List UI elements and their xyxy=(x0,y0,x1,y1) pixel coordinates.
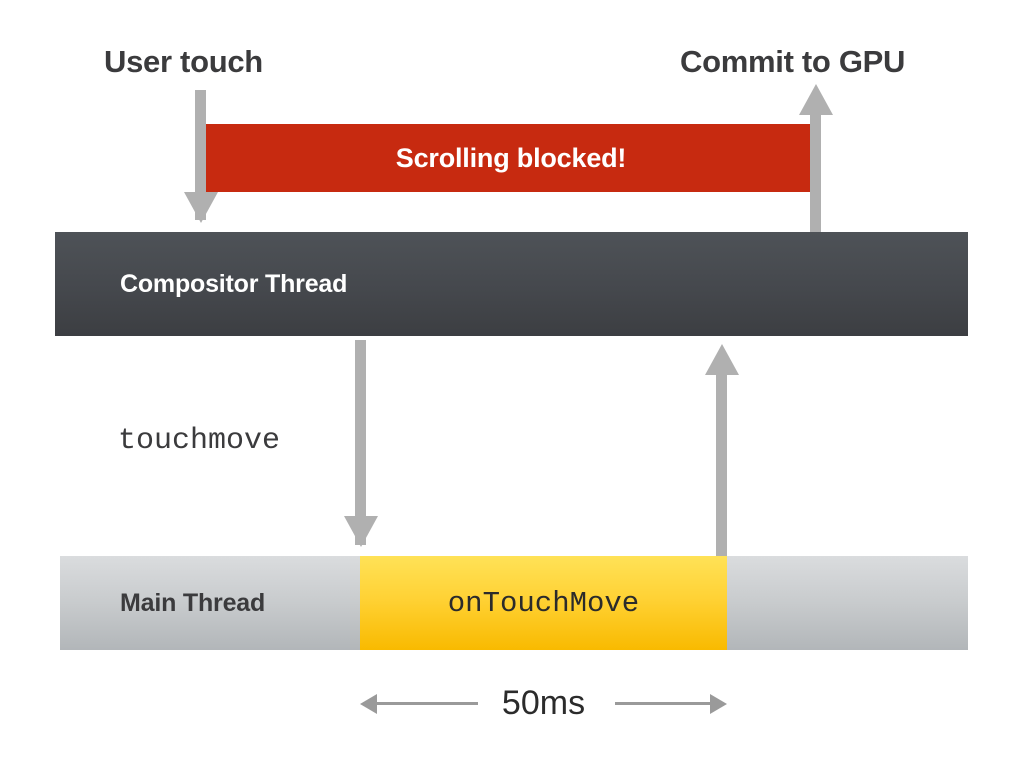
duration-value-label: 50ms xyxy=(501,684,586,722)
commit-to-gpu-label: Commit to GPU xyxy=(680,44,906,79)
measure-arrow-right-icon xyxy=(710,694,727,714)
measure-line-right xyxy=(615,702,713,705)
return-arrow-shaft xyxy=(716,370,727,558)
ontouchmove-task-label: onTouchMove xyxy=(447,586,640,620)
return-arrow-up-icon xyxy=(705,344,739,375)
measure-line-left xyxy=(374,702,478,705)
ontouchmove-task-block: onTouchMove xyxy=(360,556,727,650)
touchmove-event-label: touchmove xyxy=(118,424,281,458)
user-touch-arrow-shaft xyxy=(195,90,206,220)
scrolling-blocked-text: Scrolling blocked! xyxy=(395,142,627,173)
main-thread-lane: Main Thread onTouchMove xyxy=(60,556,968,650)
scrolling-blocked-banner: Scrolling blocked! xyxy=(206,124,816,192)
user-touch-arrow-down-icon xyxy=(184,192,218,223)
commit-to-gpu-arrow-shaft xyxy=(810,112,821,232)
main-thread-label: Main Thread xyxy=(120,588,266,617)
touchmove-arrow-down-icon xyxy=(344,516,378,547)
duration-measure: 50ms xyxy=(360,676,727,736)
measure-arrow-left-icon xyxy=(360,694,377,714)
touchmove-arrow-shaft xyxy=(355,340,366,545)
compositor-thread-lane: Compositor Thread xyxy=(55,232,968,336)
compositor-thread-label: Compositor Thread xyxy=(120,269,348,298)
commit-to-gpu-arrow-up-icon xyxy=(799,84,833,115)
user-touch-label: User touch xyxy=(104,44,263,79)
